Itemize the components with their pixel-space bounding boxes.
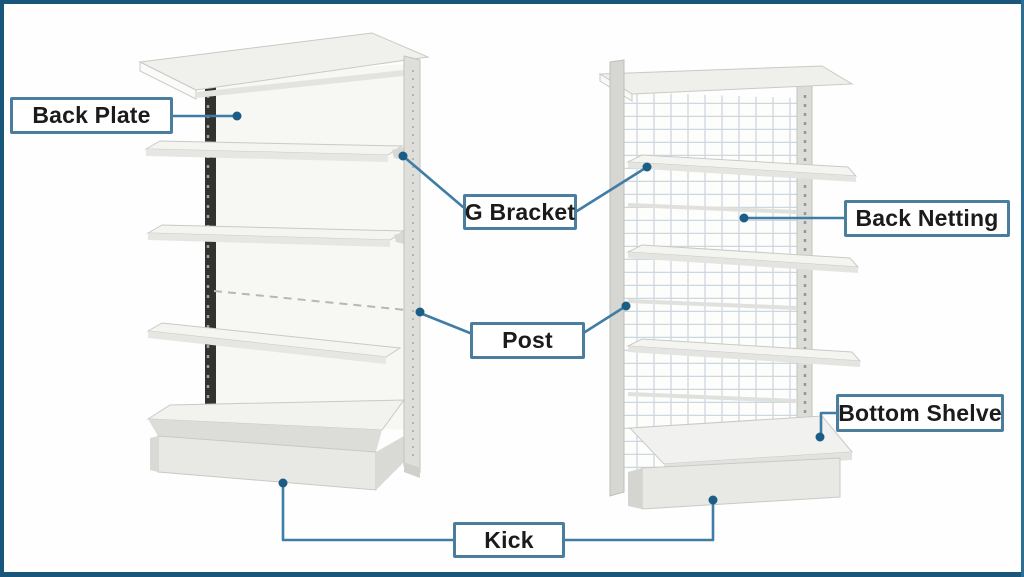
label-post: Post xyxy=(470,322,585,359)
label-g-bracket: G Bracket xyxy=(463,194,577,230)
label-post-text: Post xyxy=(502,327,553,353)
left-shelving-unit xyxy=(138,32,430,491)
label-kick-text: Kick xyxy=(484,526,534,553)
label-g-bracket-text: G Bracket xyxy=(464,198,576,225)
callout-dots xyxy=(232,111,825,505)
label-back-plate-text: Back Plate xyxy=(32,102,151,128)
frame-edge-left xyxy=(0,0,4,577)
label-back-netting-text: Back Netting xyxy=(855,205,999,231)
label-back-plate: Back Plate xyxy=(10,97,173,134)
label-bottom-shelve-text: Bottom Shelve xyxy=(838,399,1002,426)
label-kick: Kick xyxy=(453,522,565,558)
frame-edge-top xyxy=(0,0,1024,4)
frame-edge-right xyxy=(1021,0,1024,577)
callout-lines xyxy=(171,114,846,542)
frame-edge-bottom xyxy=(0,572,1024,577)
right-shelving-unit xyxy=(598,59,862,510)
label-bottom-shelve: Bottom Shelve xyxy=(836,394,1004,432)
label-back-netting: Back Netting xyxy=(844,200,1010,237)
